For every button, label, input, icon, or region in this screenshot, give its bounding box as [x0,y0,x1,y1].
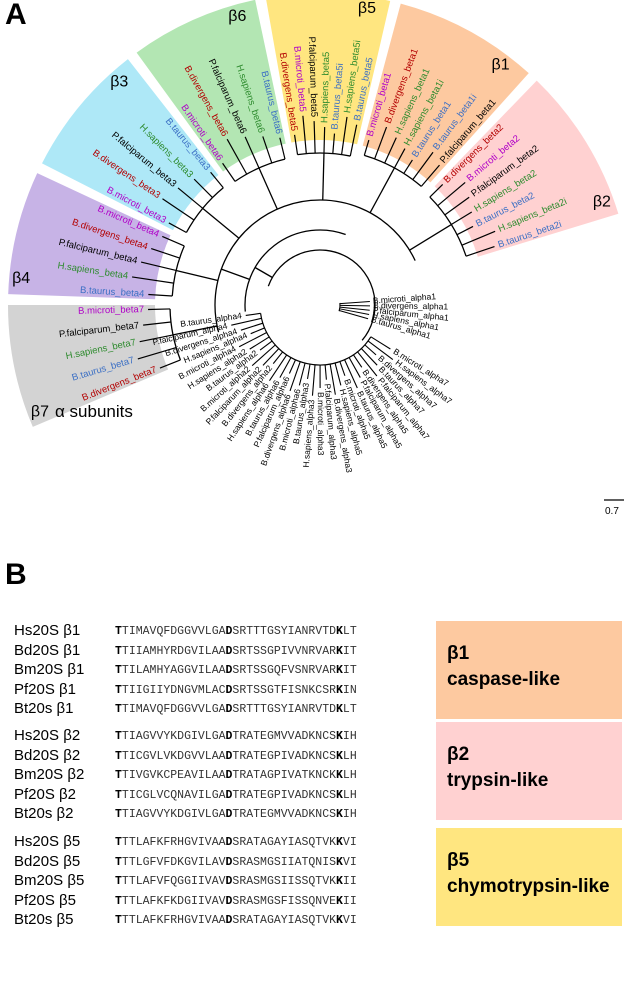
alpha-leaf-label: B.microti_alpha3 [316,392,326,456]
alignment-row: Bt20s β5 TTTLAFKFRHGVIVAADSRATAGAYIASQTVK… [0,911,440,930]
sequence-name: Hs20S β5 [14,833,81,850]
sequence-text: TTIMAVQFDGGVVLGADSRTTTGSYIANRVTDKLT [115,625,357,638]
sequence-text: TTIIGIIYDNGVMLACDSRTSSGTFISNKCSRKIN [115,683,357,697]
group-activity-label: trypsin-like [447,770,549,791]
sequence-text: TTTLGFVFDKGVILAVDSRASMGSIIATQNISKVI [115,855,357,869]
sequence-name: Bm20S β5 [14,872,85,889]
sequence-name: Bd20S β5 [14,852,81,870]
sequence-text: TTTLAFKFRHGVIVAADSRATAGAYIASQTVKKVI [115,914,357,927]
sequence-text: TTIVGVKCPEAVILAADTRATAGPIVATKNCKKLH [115,769,357,782]
catalytic-group-box: β1 caspase-like [436,621,622,719]
tree-leaf-label: B.taurus_beta4 [80,285,145,300]
sequence-name: Bm20S β1 [14,661,85,678]
group-subunit-label: β2 [447,744,470,765]
sequence-name: Bt20s β5 [14,911,74,928]
sequence-name: Pf20S β1 [14,680,76,698]
sector-3 [136,0,286,172]
sector-6 [434,80,619,257]
sequence-name: Bt20s β1 [14,700,74,717]
group-activity-label: chymotrypsin-like [447,876,610,897]
sector-2 [42,59,219,231]
beta-sectors: β7 β4 β3 β6 β5 β1 β2 [7,0,619,427]
sequence-name: Bm20S β2 [14,766,85,783]
alpha1-leaf-label: B.divergens_alpha1 [373,300,449,311]
alignment-row: Bt20s β2 TTIAGVVYKDGIVLGADTRATEGMVVADKNCS… [0,805,440,824]
catalytic-group-box: β5 chymotrypsin-like [436,828,622,926]
catalytic-group-box: β2 trypsin-like [436,722,622,820]
sequence-text: TTIMAVQFDGGVVLGADSRTTTGSYIANRVTDKLT [115,703,357,716]
alignment-row: Bm20S β1 TTILAMHYAGGVILAADSRTSSGQFVSNRVAR… [0,661,440,680]
group-activity-label: caspase-like [447,669,561,690]
sequence-text: TTIAGVVYKDGIVLGADTRATEGMVVADKNCSKIH [115,730,357,743]
sector-0 [7,305,169,427]
sector-label: β2 [593,194,611,211]
group-subunit-label: β5 [447,850,470,871]
group-subunit-label: β1 [447,643,470,664]
sequence-name: Bd20S β2 [14,746,81,764]
sector-label: β1 [491,57,509,74]
sequence-text: TTTLAFKFKDGIIVAVDSRASMGSFISSQNVEKII [115,894,357,908]
alpha-subunits-label: α subunits [55,402,133,421]
panel-b-letter: B [5,558,27,591]
alignment-row: Bm20S β2 TTIVGVKCPEAVILAADTRATAGPIVATKNCK… [0,766,440,785]
sequence-name: Bt20s β2 [14,805,74,822]
sequence-text: TTICGVLVKDGVVLAADTRATEGPIVADKNCSKLH [115,749,357,763]
alignment-row: Hs20S β1 TTIMAVQFDGGVVLGADSRTTTGSYIANRVTD… [0,622,440,641]
tree-leaf-label: B.microti_beta7 [78,304,144,317]
alignment-row: Hs20S β5 TTTLAFKFRHGVIVAADSRATAGAYIASQTVK… [0,833,440,852]
alignment-row: Bd20S β2 TTICGVLVKDGVVLAADTRATEGPIVADKNCS… [0,747,440,766]
alignment-row: Bd20S β1 TTIIAMHYRDGVILAADSRTSSGPIVVNRVAR… [0,642,440,661]
sequence-text: TTIIAMHYRDGVILAADSRTSSGPIVVNRVARKIT [115,644,357,658]
sequence-text: TTILAMHYAGGVILAADSRTSSGQFVSNRVARKIT [115,664,357,677]
sector-5 [362,3,529,183]
alignment-row: Pf20S β1 TTIIGIIYDNGVMLACDSRTSSGTFISNKCSR… [0,681,440,700]
sector-label: β7 [31,404,49,421]
sector-label: β3 [110,73,128,90]
sequence-text: TTTLAFVFQGGIIVAVDSRASMGSIISSQTVKKII [115,875,357,888]
sector-label: β4 [12,270,30,287]
sequence-name: Hs20S β2 [14,727,81,744]
alpha1-leaf-label: B.microti_alpha1 [372,291,436,305]
sector-label: β5 [358,0,376,17]
sequence-name: Hs20S β1 [14,622,81,639]
alignment-row: Pf20S β5 TTTLAFKFKDGIIVAVDSRASMGSFISSQNVE… [0,892,440,911]
sector-label: β6 [228,8,246,25]
alignment-row: Pf20S β2 TTICGLVCQNAVILGADTRATEGPIVADKNCS… [0,786,440,805]
sequence-name: Pf20S β2 [14,785,76,803]
tree-branches [131,115,496,396]
sequence-name: Bd20S β1 [14,641,81,659]
panel-a-letter: A [5,0,27,31]
sequence-text: TTIAGVVYKDGIVLGADTRATEGMVVADKNCSKIH [115,808,357,821]
sequence-text: TTICGLVCQNAVILGADTRATEGPIVADKNCSKLH [115,788,357,802]
alignment-row: Bt20s β1 TTIMAVQFDGGVVLGADSRTTTGSYIANRVTD… [0,700,440,719]
sequence-text: TTTLAFKFRHGVIVAADSRATAGAYIASQTVKKVI [115,836,357,849]
alignment-row: Hs20S β2 TTIAGVVYKDGIVLGADTRATEGMVVADKNCS… [0,727,440,746]
sector-4 [266,0,391,145]
sector-1 [8,173,171,300]
alignment-row: Bd20S β5 TTTLGFVFDKGVILAVDSRASMGSIIATQNIS… [0,853,440,872]
scale-bar-label: 0.7 [605,506,619,517]
alignment-row: Bm20S β5 TTTLAFVFQGGIIVAVDSRASMGSIISSQTVK… [0,872,440,891]
tree-leaf-label: H.sapiens_beta5 [319,52,332,124]
tree-leaf-label: P.falciparum_beta5 [306,36,320,117]
sequence-name: Pf20S β5 [14,891,76,909]
